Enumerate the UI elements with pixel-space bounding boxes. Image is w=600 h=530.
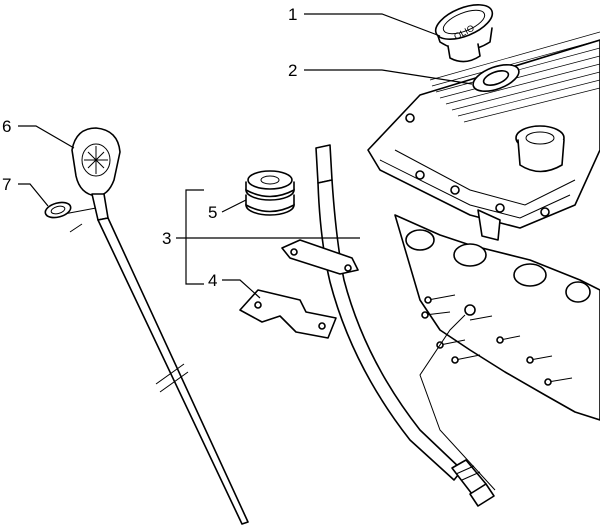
oil-filler-cap: OLIO (434, 4, 494, 63)
callout-2: 2 (288, 61, 297, 80)
callout-4: 4 (208, 271, 217, 290)
engine-cylinder-head (367, 31, 600, 491)
mounting-bracket-plate (239, 289, 337, 339)
callout-1: 1 (288, 5, 297, 24)
callout-5: 5 (208, 203, 217, 222)
leader-lines (18, 13, 473, 299)
callout-3: 3 (162, 229, 171, 248)
tube-grommet (245, 170, 295, 216)
dipstick (63, 127, 249, 525)
callout-7: 7 (2, 175, 11, 194)
callout-labels: 1 2 3 4 5 6 7 (2, 5, 297, 290)
callout-6: 6 (2, 117, 11, 136)
dipstick-o-ring (44, 201, 72, 219)
dipstick-guide-tube (281, 144, 495, 507)
cap-seal-washer (472, 64, 520, 92)
